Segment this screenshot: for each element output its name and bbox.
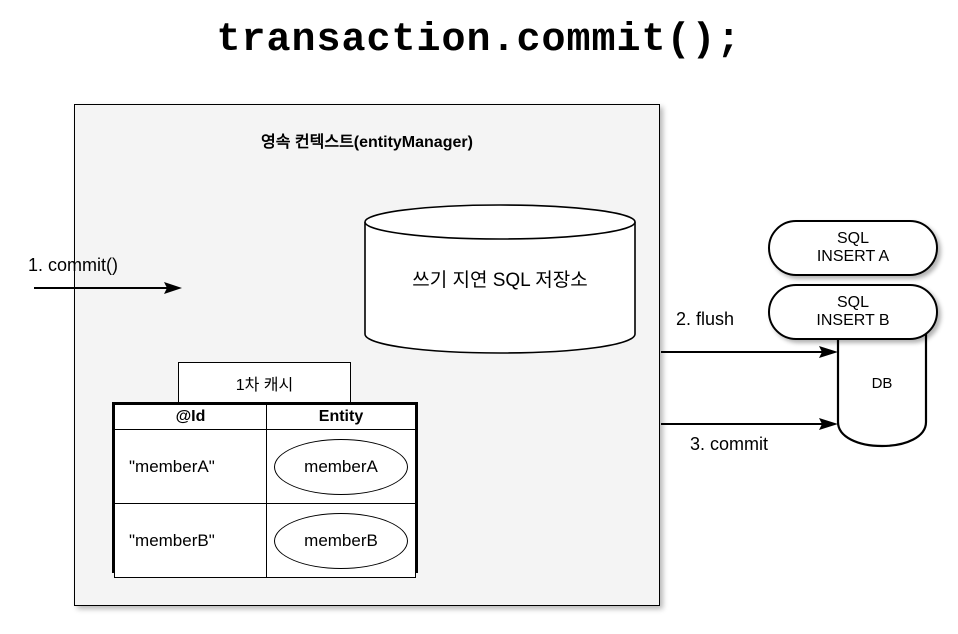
arrow-label-step-3: 3. commit	[690, 434, 769, 454]
sql-store-label: 쓰기 지연 SQL 저장소	[412, 270, 588, 291]
table-row: "memberB" memberB	[114, 503, 416, 578]
entity-ellipse-member-b: memberB	[274, 512, 408, 569]
cell-id-member-a: "memberA"	[114, 429, 267, 504]
sql-insert-b-line1: SQL	[836, 294, 869, 312]
sql-insert-b-box: SQL INSERT B	[768, 284, 938, 340]
page-title: transaction.commit();	[216, 18, 742, 63]
sql-insert-a-line2: INSERT A	[816, 248, 890, 265]
cell-id-member-b: "memberB"	[114, 503, 267, 578]
arrow-label-step-1: 1. commit()	[28, 255, 118, 275]
arrow-step-2	[661, 342, 841, 362]
cell-entity-member-b: memberB	[266, 503, 416, 578]
cell-entity-member-a: memberA	[266, 429, 416, 504]
sql-insert-b-line2: INSERT B	[816, 312, 890, 329]
column-header-id: @Id	[114, 404, 267, 430]
arrow-label-step-2: 2. flush	[676, 309, 735, 329]
persistence-context-label: 영속 컨텍스트(entityManager)	[261, 134, 473, 151]
arrow-step-1	[34, 278, 184, 298]
first-level-cache-table: @Id Entity "memberA" memberA "memberB" m…	[112, 402, 418, 578]
sql-insert-a-box: SQL INSERT A	[768, 220, 938, 276]
column-header-entity: Entity	[266, 404, 416, 430]
table-row: "memberA" memberA	[114, 429, 416, 504]
table-header-row: @Id Entity	[114, 404, 416, 430]
database-label: DB	[871, 375, 893, 392]
sql-insert-a-line1: SQL	[836, 230, 869, 248]
arrow-step-3	[661, 414, 841, 434]
entity-ellipse-member-a: memberA	[274, 438, 408, 495]
cylinder-icon	[364, 204, 636, 354]
sql-store-cylinder: 쓰기 지연 SQL 저장소	[364, 204, 636, 354]
cache-tab-label: 1차 캐시	[178, 362, 351, 403]
